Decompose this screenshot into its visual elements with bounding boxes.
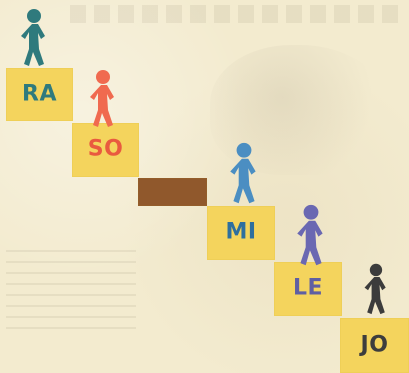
step-le: LE [274,262,342,316]
person-icon [361,260,391,317]
person-icon [17,8,51,66]
step-mi: MI [207,206,275,260]
step-label-ra: RA [22,81,57,107]
background-lines [6,250,136,330]
step-jo: JO [340,318,409,373]
person-icon [226,141,262,204]
step-missing [138,178,207,206]
step-label-mi: MI [225,219,257,245]
step-label-so: SO [87,136,124,162]
step-so: SO [72,123,139,177]
background-text [70,5,400,23]
step-label-jo: JO [360,332,389,358]
step-label-le: LE [292,275,324,301]
step-ra: RA [6,68,73,121]
person-icon [293,203,329,266]
person-icon [86,69,120,127]
